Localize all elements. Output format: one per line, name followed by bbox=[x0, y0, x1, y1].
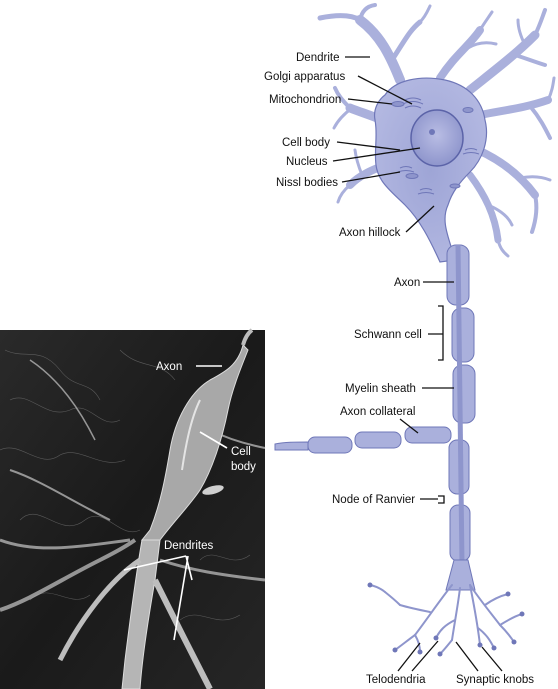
label-collateral: Axon collateral bbox=[340, 406, 415, 418]
leader-telodendria bbox=[397, 640, 439, 672]
axon-collateral-shape bbox=[274, 426, 452, 454]
label-nucleus: Nucleus bbox=[286, 156, 328, 168]
illustration-labels: Dendrite Golgi apparatus Mitochondrion C… bbox=[264, 52, 534, 686]
neuron-illustration bbox=[274, 3, 556, 657]
axon-terminal bbox=[445, 559, 476, 591]
leader-nissl bbox=[341, 171, 401, 183]
leader-mitochondrion bbox=[347, 98, 393, 105]
micro-label-body: body bbox=[231, 461, 256, 473]
leader-ranvier bbox=[420, 495, 445, 504]
label-axon: Axon bbox=[394, 277, 420, 289]
label-schwann: Schwann cell bbox=[354, 329, 422, 341]
telodendria-branches bbox=[369, 584, 523, 655]
dendrite-branches bbox=[317, 3, 556, 258]
label-mitochondrion: Mitochondrion bbox=[269, 94, 341, 106]
leader-synaptic bbox=[455, 641, 503, 672]
micrograph-dendrite-trunk bbox=[121, 539, 161, 689]
micro-label-axon: Axon bbox=[156, 361, 182, 373]
label-nissl: Nissl bodies bbox=[276, 177, 338, 189]
synaptic-knob-dots bbox=[367, 582, 525, 657]
micrograph-dendrite-right bbox=[152, 578, 213, 689]
label-synaptic: Synaptic knobs bbox=[456, 674, 534, 686]
bracket-schwann bbox=[428, 305, 444, 361]
axon-core bbox=[455, 244, 465, 566]
micro-leader-cell-body bbox=[199, 431, 228, 449]
micro-leader-dendrites bbox=[123, 555, 193, 641]
label-golgi: Golgi apparatus bbox=[264, 71, 345, 83]
micrograph-dendrite-left bbox=[57, 557, 142, 662]
micro-label-cell: Cell bbox=[231, 446, 251, 458]
label-ranvier: Node of Ranvier bbox=[332, 494, 415, 506]
label-axon-hillock: Axon hillock bbox=[339, 227, 401, 239]
micrograph-soma-highlight bbox=[181, 399, 201, 471]
leader-golgi bbox=[357, 75, 413, 105]
label-dendrite: Dendrite bbox=[296, 52, 339, 64]
micro-label-dendrites: Dendrites bbox=[164, 540, 213, 552]
nucleus-shape bbox=[410, 109, 464, 167]
organelles bbox=[391, 97, 480, 195]
label-telodendria: Telodendria bbox=[366, 674, 426, 686]
nucleolus bbox=[429, 129, 435, 135]
label-myelin: Myelin sheath bbox=[345, 383, 416, 395]
leader-cell-body bbox=[336, 141, 401, 151]
micrograph-small-blob bbox=[202, 485, 224, 495]
micrograph-axon bbox=[241, 328, 254, 346]
leader-axon-hillock bbox=[405, 205, 435, 233]
leader-nucleus bbox=[332, 147, 421, 162]
leader-collateral bbox=[399, 418, 419, 434]
micrograph-panel: Axon Cell body Dendrites bbox=[0, 328, 266, 689]
label-cell-body: Cell body bbox=[282, 137, 330, 149]
